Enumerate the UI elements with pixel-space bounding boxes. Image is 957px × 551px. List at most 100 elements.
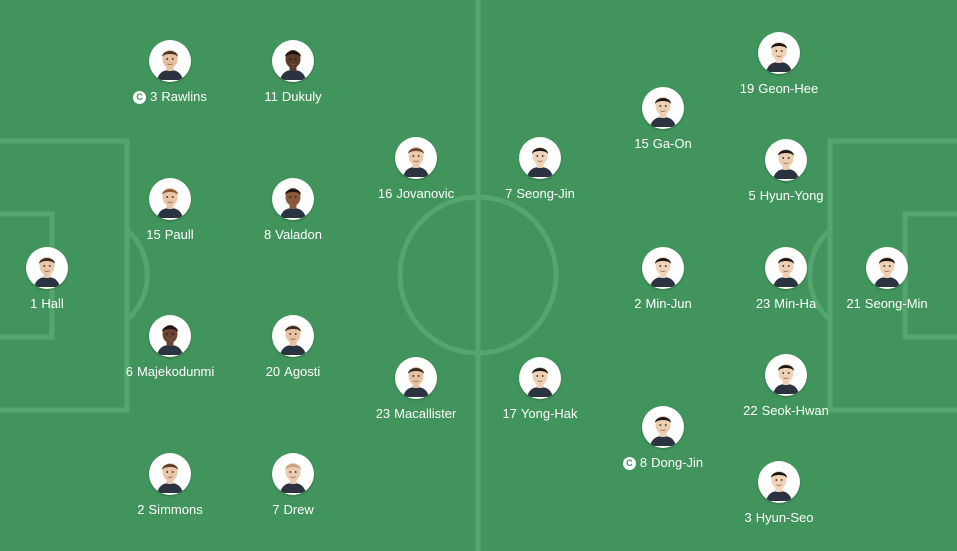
face-icon — [767, 249, 805, 287]
player-number: 5 — [748, 188, 756, 203]
face-icon — [644, 408, 682, 446]
player-avatar — [149, 453, 191, 495]
player-name: Drew — [283, 502, 314, 517]
player-name: Hyun-Seo — [755, 510, 814, 525]
player-avatar — [642, 247, 684, 289]
player-name: Macallister — [394, 406, 457, 421]
player-avatar — [272, 453, 314, 495]
player-name: Ga-On — [652, 136, 692, 151]
player-name: Paull — [164, 227, 194, 242]
player-name: Geon-Hee — [758, 81, 819, 96]
player-avatar — [26, 247, 68, 289]
player-name: Valadon — [275, 227, 322, 242]
player-avatar — [765, 139, 807, 181]
face-icon — [274, 42, 312, 80]
player-number: 6 — [125, 364, 133, 379]
player-number: 19 — [739, 81, 755, 96]
player-avatar — [765, 247, 807, 289]
player-name: Min-Ha — [774, 296, 817, 311]
player-avatar — [519, 137, 561, 179]
player-name: Rawlins — [161, 89, 207, 104]
player-number: 3 — [150, 89, 158, 104]
player-name: Seong-Min — [864, 296, 928, 311]
face-icon — [521, 359, 559, 397]
captain-icon: C — [622, 456, 636, 470]
player-number: 16 — [377, 186, 393, 201]
face-icon — [274, 317, 312, 355]
face-icon — [274, 180, 312, 218]
face-icon — [868, 249, 906, 287]
player-number: 8 — [639, 455, 648, 470]
face-icon — [767, 141, 805, 179]
center-circle — [397, 194, 559, 356]
player-number: 11 — [264, 89, 278, 104]
player-avatar — [149, 178, 191, 220]
player-name: Dukuly — [281, 89, 322, 104]
right-penalty-arc — [807, 228, 832, 322]
player-avatar — [642, 406, 684, 448]
player-number: 23 — [755, 296, 771, 311]
face-icon — [760, 34, 798, 72]
player-name: Jovanovic — [396, 186, 455, 201]
face-icon — [644, 89, 682, 127]
face-icon — [521, 139, 559, 177]
player-number: 20 — [265, 364, 281, 379]
player-number: 2 — [137, 502, 145, 517]
face-icon — [28, 249, 66, 287]
player-name: Hyun-Yong — [759, 188, 824, 203]
player-name: Hall — [41, 296, 64, 311]
face-icon — [274, 455, 312, 493]
player-avatar — [149, 315, 191, 357]
captain-icon: C — [133, 90, 147, 104]
player-number: 8 — [264, 227, 272, 242]
face-icon — [397, 359, 435, 397]
player-avatar — [395, 137, 437, 179]
player-name: Dong-Jin — [651, 455, 704, 470]
player-name: Agosti — [284, 364, 321, 379]
player-number: 1 — [30, 296, 38, 311]
player-number: 17 — [502, 406, 517, 421]
player-avatar — [395, 357, 437, 399]
left-penalty-arc — [125, 228, 150, 322]
face-icon — [397, 139, 435, 177]
player-number: 15 — [634, 136, 649, 151]
face-icon — [151, 317, 189, 355]
player-avatar — [758, 32, 800, 74]
player-avatar — [519, 357, 561, 399]
player-name: Simmons — [148, 502, 203, 517]
player-name: Seong-Jin — [516, 186, 575, 201]
left-penalty-box — [0, 138, 130, 413]
face-icon — [644, 249, 682, 287]
face-icon — [151, 180, 189, 218]
player-number: 3 — [744, 510, 752, 525]
player-number: 7 — [272, 502, 280, 517]
player-avatar — [272, 40, 314, 82]
player-number: 21 — [846, 296, 861, 311]
player-avatar — [866, 247, 908, 289]
player-avatar — [758, 461, 800, 503]
